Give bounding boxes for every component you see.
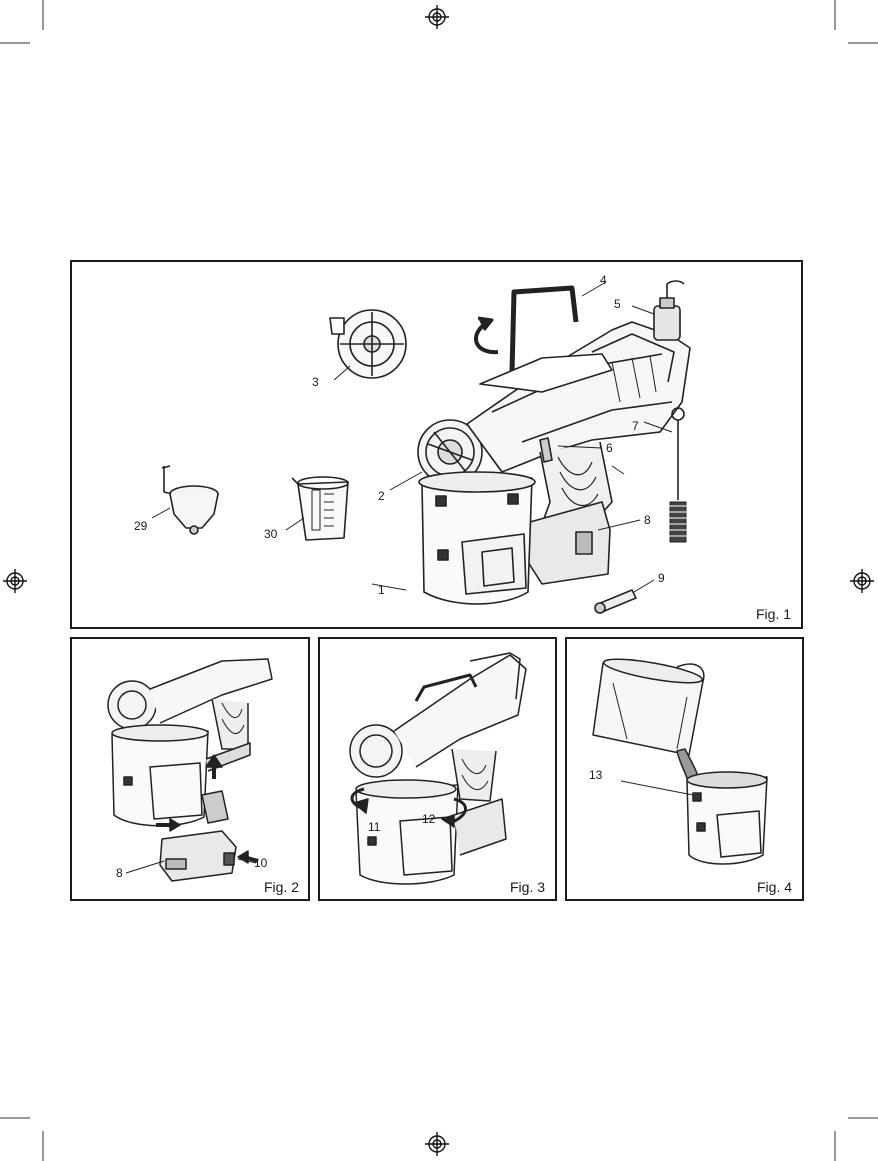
callout-10: 10 bbox=[254, 857, 267, 869]
paint-container-icon bbox=[687, 777, 767, 864]
callout-2: 2 bbox=[378, 490, 385, 502]
callout-29: 29 bbox=[134, 520, 147, 532]
callout-8: 8 bbox=[116, 867, 123, 879]
funnel-cup-icon bbox=[162, 466, 218, 534]
callout-13: 13 bbox=[589, 769, 602, 781]
callout-9: 9 bbox=[658, 572, 665, 584]
nozzle-tool-icon bbox=[595, 590, 636, 613]
callout-5: 5 bbox=[614, 298, 621, 310]
cleaning-brush-icon bbox=[668, 408, 688, 542]
figure-1-caption: Fig. 1 bbox=[756, 606, 791, 622]
figure-2-illustration bbox=[72, 639, 308, 899]
figure-3-caption: Fig. 3 bbox=[510, 879, 545, 895]
callout-1: 1 bbox=[378, 584, 385, 596]
callout-7: 7 bbox=[632, 420, 639, 432]
figure-4-caption: Fig. 4 bbox=[757, 879, 792, 895]
callout-11: 11 bbox=[368, 821, 380, 833]
callout-30: 30 bbox=[264, 528, 277, 540]
figure-1-panel: 1 2 3 4 5 6 7 8 9 29 30 Fig. 1 bbox=[70, 260, 803, 629]
grip-icon bbox=[452, 749, 496, 801]
figure-3-panel: 11 12 Fig. 3 bbox=[318, 637, 557, 901]
callout-12: 12 bbox=[422, 813, 435, 825]
callout-4: 4 bbox=[600, 274, 607, 286]
air-cap-icon bbox=[330, 310, 406, 378]
battery-icon bbox=[528, 502, 610, 584]
figure-3-illustration bbox=[320, 639, 555, 899]
figure-4-panel: 13 Fig. 4 bbox=[565, 637, 804, 901]
callout-6: 6 bbox=[606, 442, 613, 454]
paint-container-icon bbox=[356, 785, 458, 884]
figure-2-caption: Fig. 2 bbox=[264, 879, 299, 895]
measuring-cup-icon bbox=[292, 477, 348, 540]
figure-1-illustration bbox=[72, 262, 801, 627]
callout-3: 3 bbox=[312, 376, 319, 388]
callout-8: 8 bbox=[644, 514, 651, 526]
oil-bottle-icon bbox=[654, 281, 684, 340]
figure-2-panel: 8 10 Fig. 2 bbox=[70, 637, 310, 901]
